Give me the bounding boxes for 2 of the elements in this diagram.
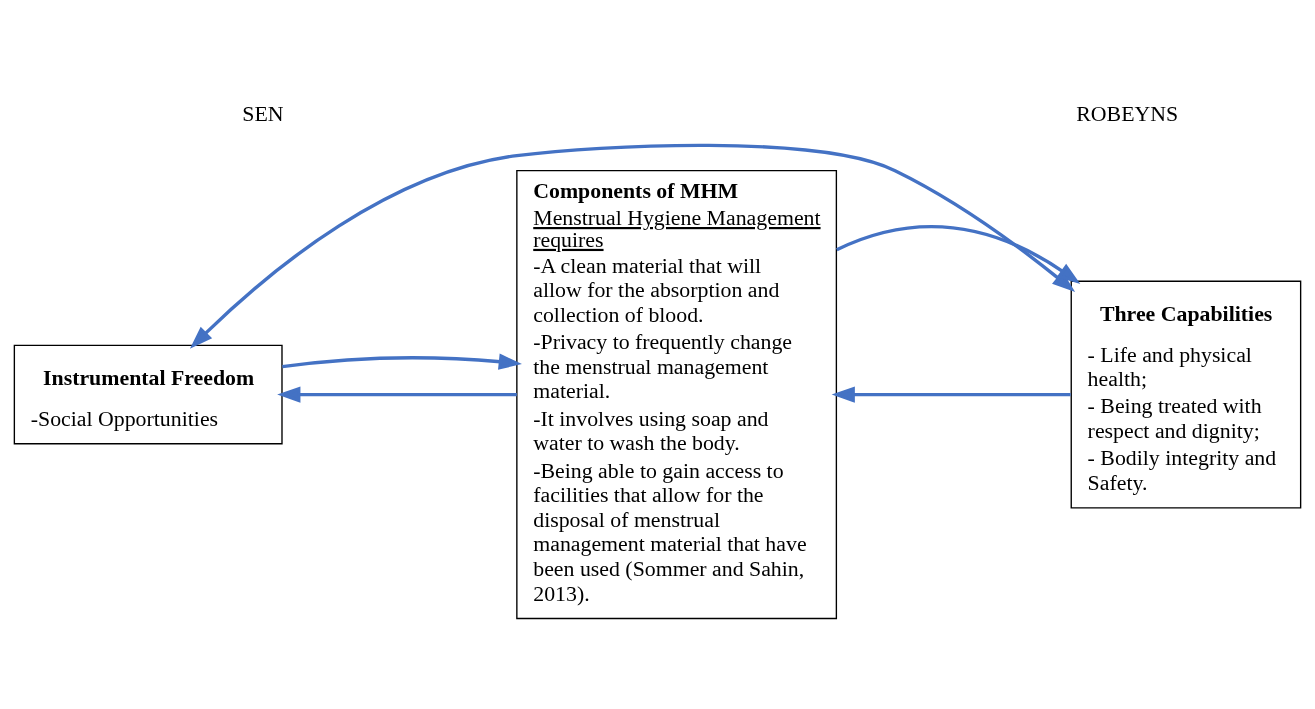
label: ROBEYNS — [1076, 101, 1179, 126]
label: SEN — [242, 101, 284, 126]
